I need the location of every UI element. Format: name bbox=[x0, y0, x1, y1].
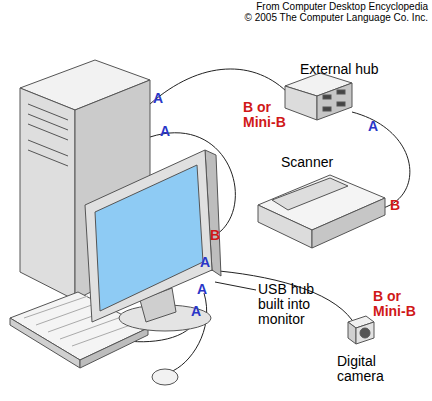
monitor bbox=[85, 150, 221, 331]
camera-side bbox=[348, 322, 356, 344]
scanner-front bbox=[258, 205, 312, 248]
connector-type: A bbox=[368, 119, 378, 134]
digital-camera bbox=[348, 316, 374, 344]
hub-front bbox=[285, 86, 317, 120]
device-label: External hub bbox=[300, 62, 379, 77]
cable-tower-hub bbox=[150, 69, 290, 104]
scanner bbox=[258, 175, 385, 248]
device-label: USB hub built into monitor bbox=[258, 282, 330, 327]
hub-port bbox=[323, 95, 331, 99]
keyboard-edge bbox=[80, 328, 148, 368]
connector-type: A bbox=[191, 304, 201, 319]
hub-port bbox=[337, 102, 345, 106]
key-row bbox=[24, 296, 88, 318]
copyright-note: © 2005 The Computer Language Co. Inc. bbox=[245, 12, 428, 23]
mouse bbox=[152, 369, 178, 385]
device-label: Scanner bbox=[281, 155, 333, 170]
connector-type: B or Mini-B bbox=[243, 100, 299, 130]
key-row bbox=[72, 323, 136, 346]
drive-bay bbox=[28, 124, 68, 140]
keyboard-edge bbox=[10, 318, 80, 368]
scanner-side bbox=[312, 198, 385, 248]
connector-type: A bbox=[200, 255, 210, 270]
hub-side bbox=[317, 83, 352, 120]
monitor-frame bbox=[85, 150, 212, 322]
camera-front bbox=[356, 322, 374, 344]
connector-type: B bbox=[210, 228, 220, 243]
camera-lens bbox=[360, 328, 370, 338]
drive-bay bbox=[28, 114, 68, 130]
drive-bay bbox=[28, 140, 68, 156]
monitor-screen bbox=[95, 165, 203, 311]
external-hub bbox=[285, 73, 352, 120]
leader-line bbox=[215, 282, 256, 290]
connector-type: A bbox=[153, 91, 163, 106]
hub-port bbox=[337, 90, 345, 94]
connector-type: B bbox=[390, 198, 400, 213]
device-label: Digital camera bbox=[337, 354, 399, 384]
scanner-lid bbox=[272, 178, 348, 210]
hub-port bbox=[323, 107, 331, 111]
connector-type: A bbox=[197, 282, 207, 297]
drive-bay bbox=[28, 104, 68, 120]
connector-type: A bbox=[160, 124, 170, 139]
drive-bay bbox=[28, 150, 68, 166]
tower-front bbox=[20, 88, 75, 300]
source-credit: From Computer Desktop Encyclopedia bbox=[256, 1, 428, 12]
key-row bbox=[36, 302, 100, 325]
connector-type: B or Mini-B bbox=[373, 289, 429, 319]
